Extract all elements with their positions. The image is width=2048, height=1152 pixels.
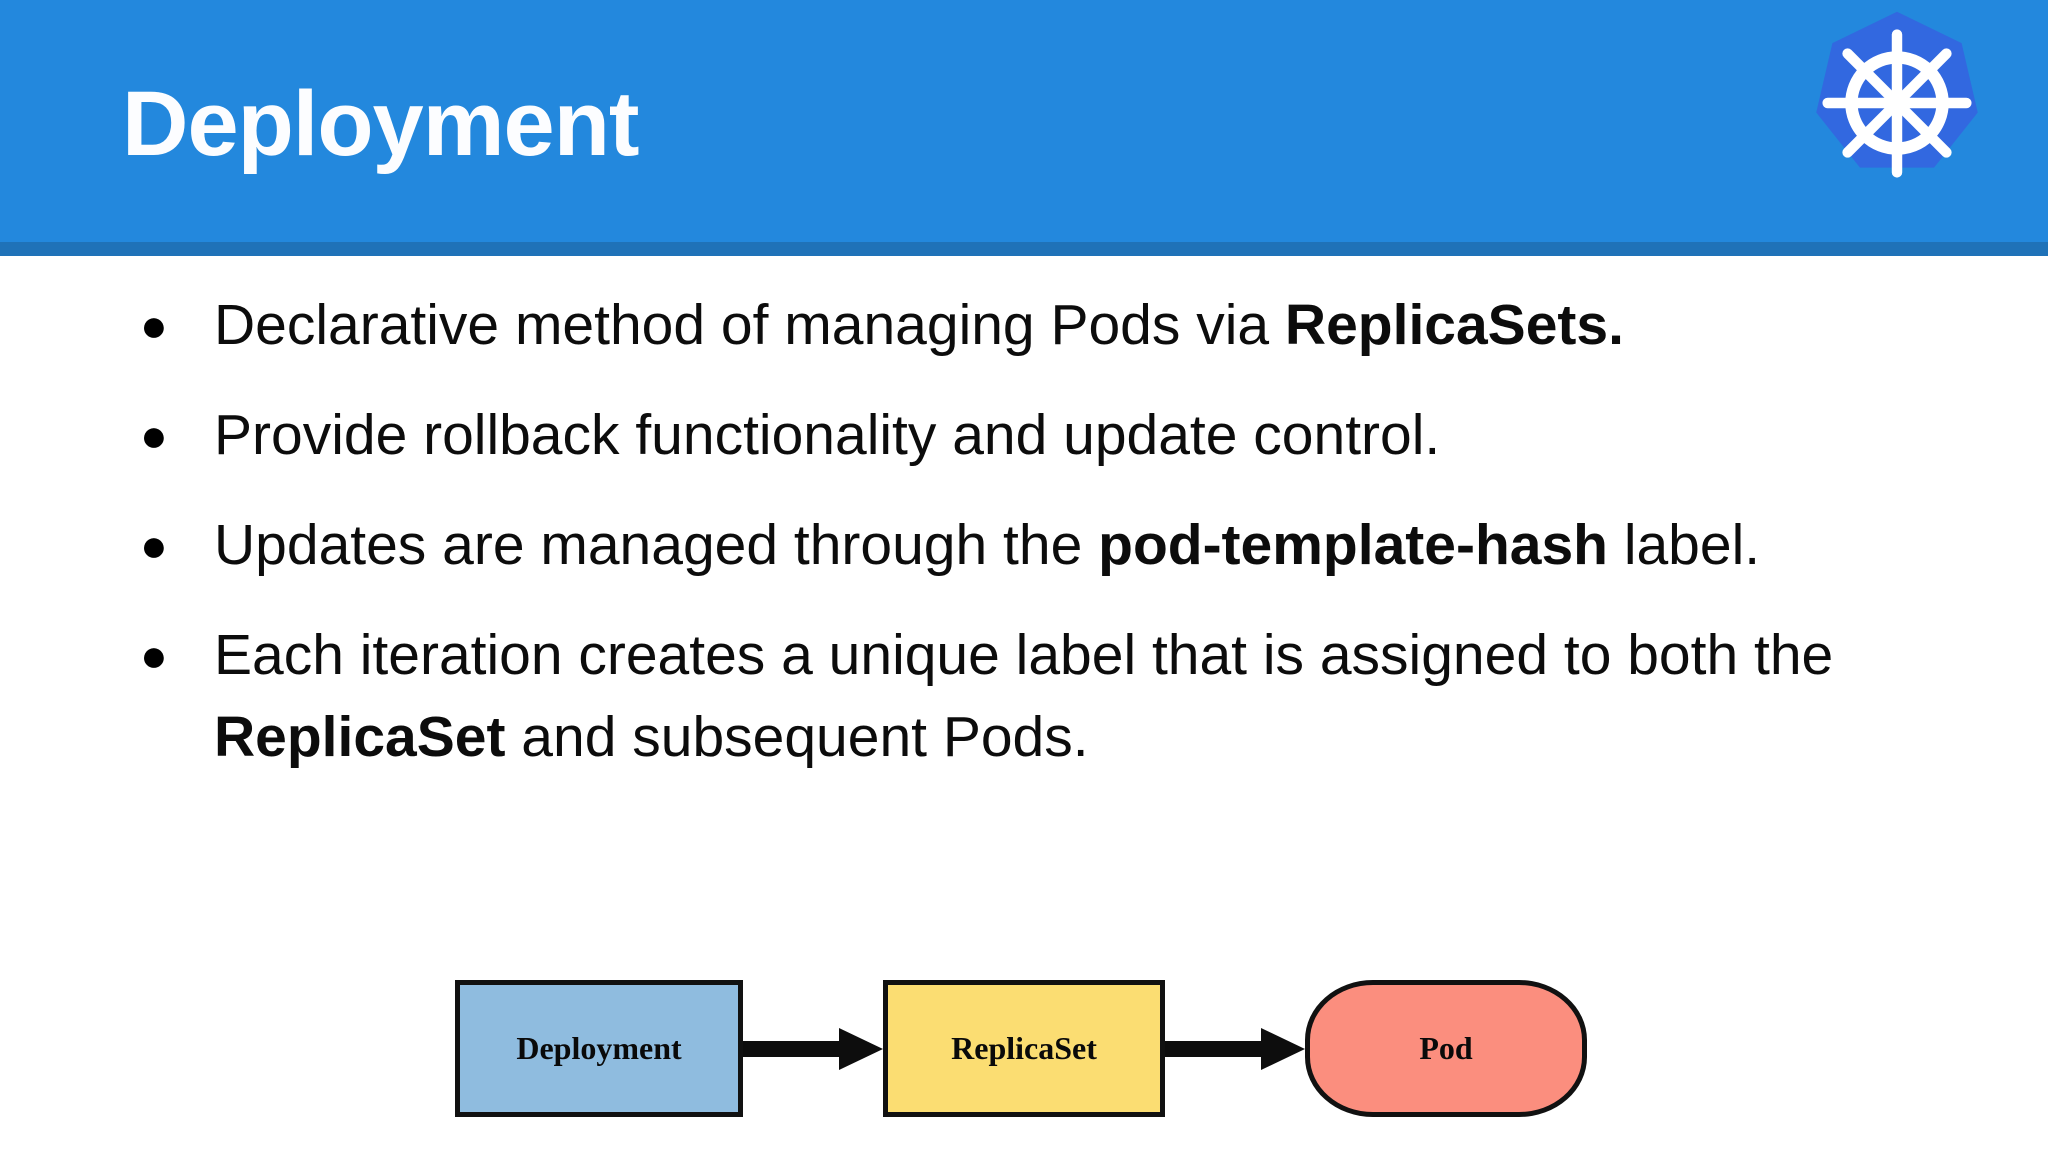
plain-text: Updates are managed through the xyxy=(214,513,1099,577)
list-item: ● Each iteration creates a unique label … xyxy=(118,614,1978,778)
plain-text: Each iteration creates a unique label th… xyxy=(214,623,1834,687)
plain-text: Provide rollback functionality and updat… xyxy=(214,403,1441,467)
emphasis-text: ReplicaSets. xyxy=(1284,293,1624,357)
bullet-text: Provide rollback functionality and updat… xyxy=(214,394,1944,476)
diagram-node-deployment: Deployment xyxy=(455,980,743,1117)
emphasis-text: ReplicaSet xyxy=(214,705,506,769)
emphasis-text: pod-template-hash xyxy=(1098,513,1608,577)
deployment-flow-diagram: Deployment ReplicaSet Pod xyxy=(0,960,2048,1152)
diagram-arrow-deployment-to-replicaset xyxy=(743,1027,883,1070)
bullet-list: ● Declarative method of managing Pods vi… xyxy=(118,284,1978,806)
bullet-point-icon: ● xyxy=(140,629,168,681)
bullet-point-icon: ● xyxy=(140,519,168,571)
plain-text: label. xyxy=(1607,513,1761,577)
bullet-text: Updates are managed through the pod-temp… xyxy=(214,504,1944,586)
list-item: ● Declarative method of managing Pods vi… xyxy=(118,284,1978,366)
slide-header: Deployment xyxy=(0,0,2048,256)
plain-text: Declarative method of managing Pods via xyxy=(214,293,1285,357)
page-title: Deployment xyxy=(122,73,640,175)
diagram-node-replicaset: ReplicaSet xyxy=(883,980,1165,1117)
bullet-point-icon: ● xyxy=(140,409,168,461)
arrow-head-icon xyxy=(839,1027,883,1070)
diagram-arrow-replicaset-to-pod xyxy=(1165,1027,1305,1070)
list-item: ● Updates are managed through the pod-te… xyxy=(118,504,1978,586)
arrow-shaft xyxy=(1165,1040,1269,1057)
arrow-head-icon xyxy=(1261,1027,1305,1070)
kubernetes-helm-wheel-icon xyxy=(1802,8,1992,198)
slide-body: ● Declarative method of managing Pods vi… xyxy=(0,256,2048,1152)
bullet-point-icon: ● xyxy=(140,299,168,351)
plain-text: and subsequent Pods. xyxy=(505,705,1089,769)
arrow-shaft xyxy=(743,1040,847,1057)
diagram-node-pod: Pod xyxy=(1305,980,1587,1117)
bullet-text: Declarative method of managing Pods via … xyxy=(214,284,1944,366)
list-item: ● Provide rollback functionality and upd… xyxy=(118,394,1978,476)
bullet-text: Each iteration creates a unique label th… xyxy=(214,614,1944,778)
